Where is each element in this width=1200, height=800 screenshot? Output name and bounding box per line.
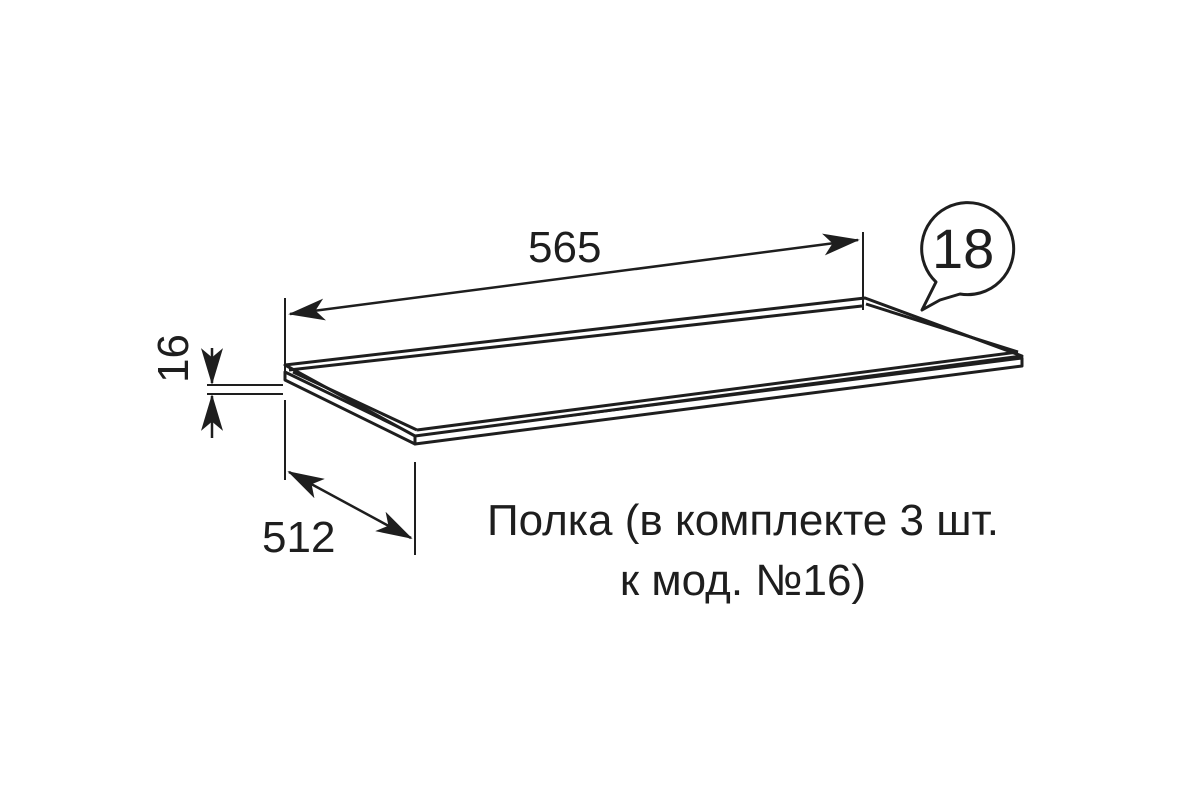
part-number-label: 18: [932, 217, 994, 280]
dimension-depth: 512: [262, 470, 413, 562]
shelf-left-edge-line: [292, 370, 418, 432]
shelf-front-top-line: [416, 350, 1019, 432]
part-caption: Полка (в комплекте 3 шт. к мод. №16): [487, 496, 999, 605]
part-number-callout: 18: [920, 201, 1016, 312]
shelf-right-edge-line: [865, 302, 1019, 354]
extension-lines: [207, 232, 864, 555]
caption-line-1: Полка (в комплекте 3 шт.: [487, 496, 999, 545]
dimension-thickness-label: 16: [149, 334, 198, 383]
dimension-depth-label: 512: [262, 513, 335, 562]
dimension-length: 565: [288, 223, 860, 321]
dimension-depth-arrow: [287, 470, 413, 540]
dimension-thickness: 16: [149, 334, 223, 438]
shelf-panel: [283, 296, 1024, 446]
dimension-length-label: 565: [528, 223, 601, 272]
callout-bubble: [920, 201, 1016, 312]
dimension-length-arrow: [288, 233, 860, 321]
caption-line-2: к мод. №16): [620, 556, 866, 605]
